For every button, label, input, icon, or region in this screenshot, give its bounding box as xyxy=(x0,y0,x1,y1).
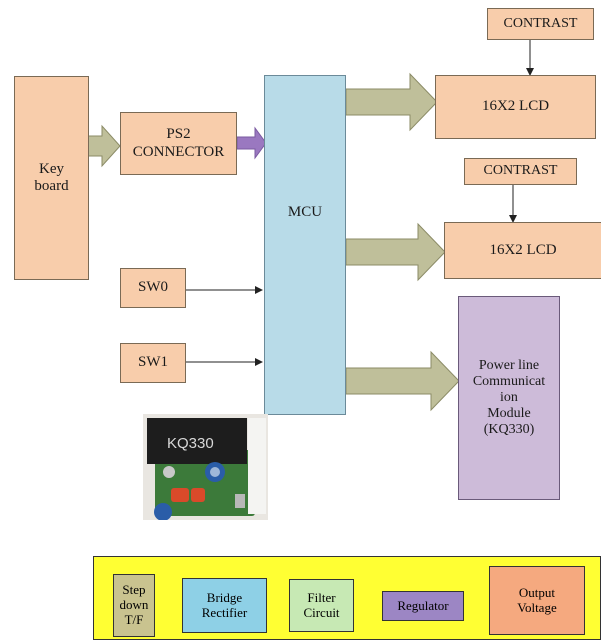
kq330-board-illustration: KQ330 xyxy=(143,414,268,520)
mcu-label: MCU xyxy=(288,204,322,221)
ps2-connector-block: PS2 CONNECTOR xyxy=(120,112,237,175)
filter-circuit-block: Filter Circuit xyxy=(289,579,354,632)
keyboard-block: Key board xyxy=(14,76,89,280)
plc-module-block: Power line Communicat ion Module (KQ330) xyxy=(458,296,560,500)
lcd-top-block: 16X2 LCD xyxy=(435,75,596,139)
sw0-block: SW0 xyxy=(120,268,186,308)
regulator-block: Regulator xyxy=(382,591,464,621)
output-voltage-block: Output Voltage xyxy=(489,566,585,635)
bus-arrow-mcu-plc xyxy=(346,352,459,410)
mcu-block: MCU xyxy=(264,75,346,415)
bus-arrow-keyboard-ps2 xyxy=(88,126,120,166)
lcd-mid-block: 16X2 LCD xyxy=(444,222,601,279)
step-down-transformer-block: Step down T/F xyxy=(113,574,155,637)
bus-arrow-mcu-lcd-mid xyxy=(346,224,445,280)
bus-arrow-mcu-lcd-top xyxy=(346,74,437,130)
kq330-module-photo: KQ330 xyxy=(143,414,268,520)
contrast-mid-block: CONTRAST xyxy=(464,158,577,185)
kq330-chip-label: KQ330 xyxy=(167,435,214,452)
bus-arrow-ps2-mcu xyxy=(237,128,266,158)
sw1-block: SW1 xyxy=(120,343,186,383)
contrast-top-block: CONTRAST xyxy=(487,8,594,40)
bridge-rectifier-block: Bridge Rectifier xyxy=(182,578,267,633)
